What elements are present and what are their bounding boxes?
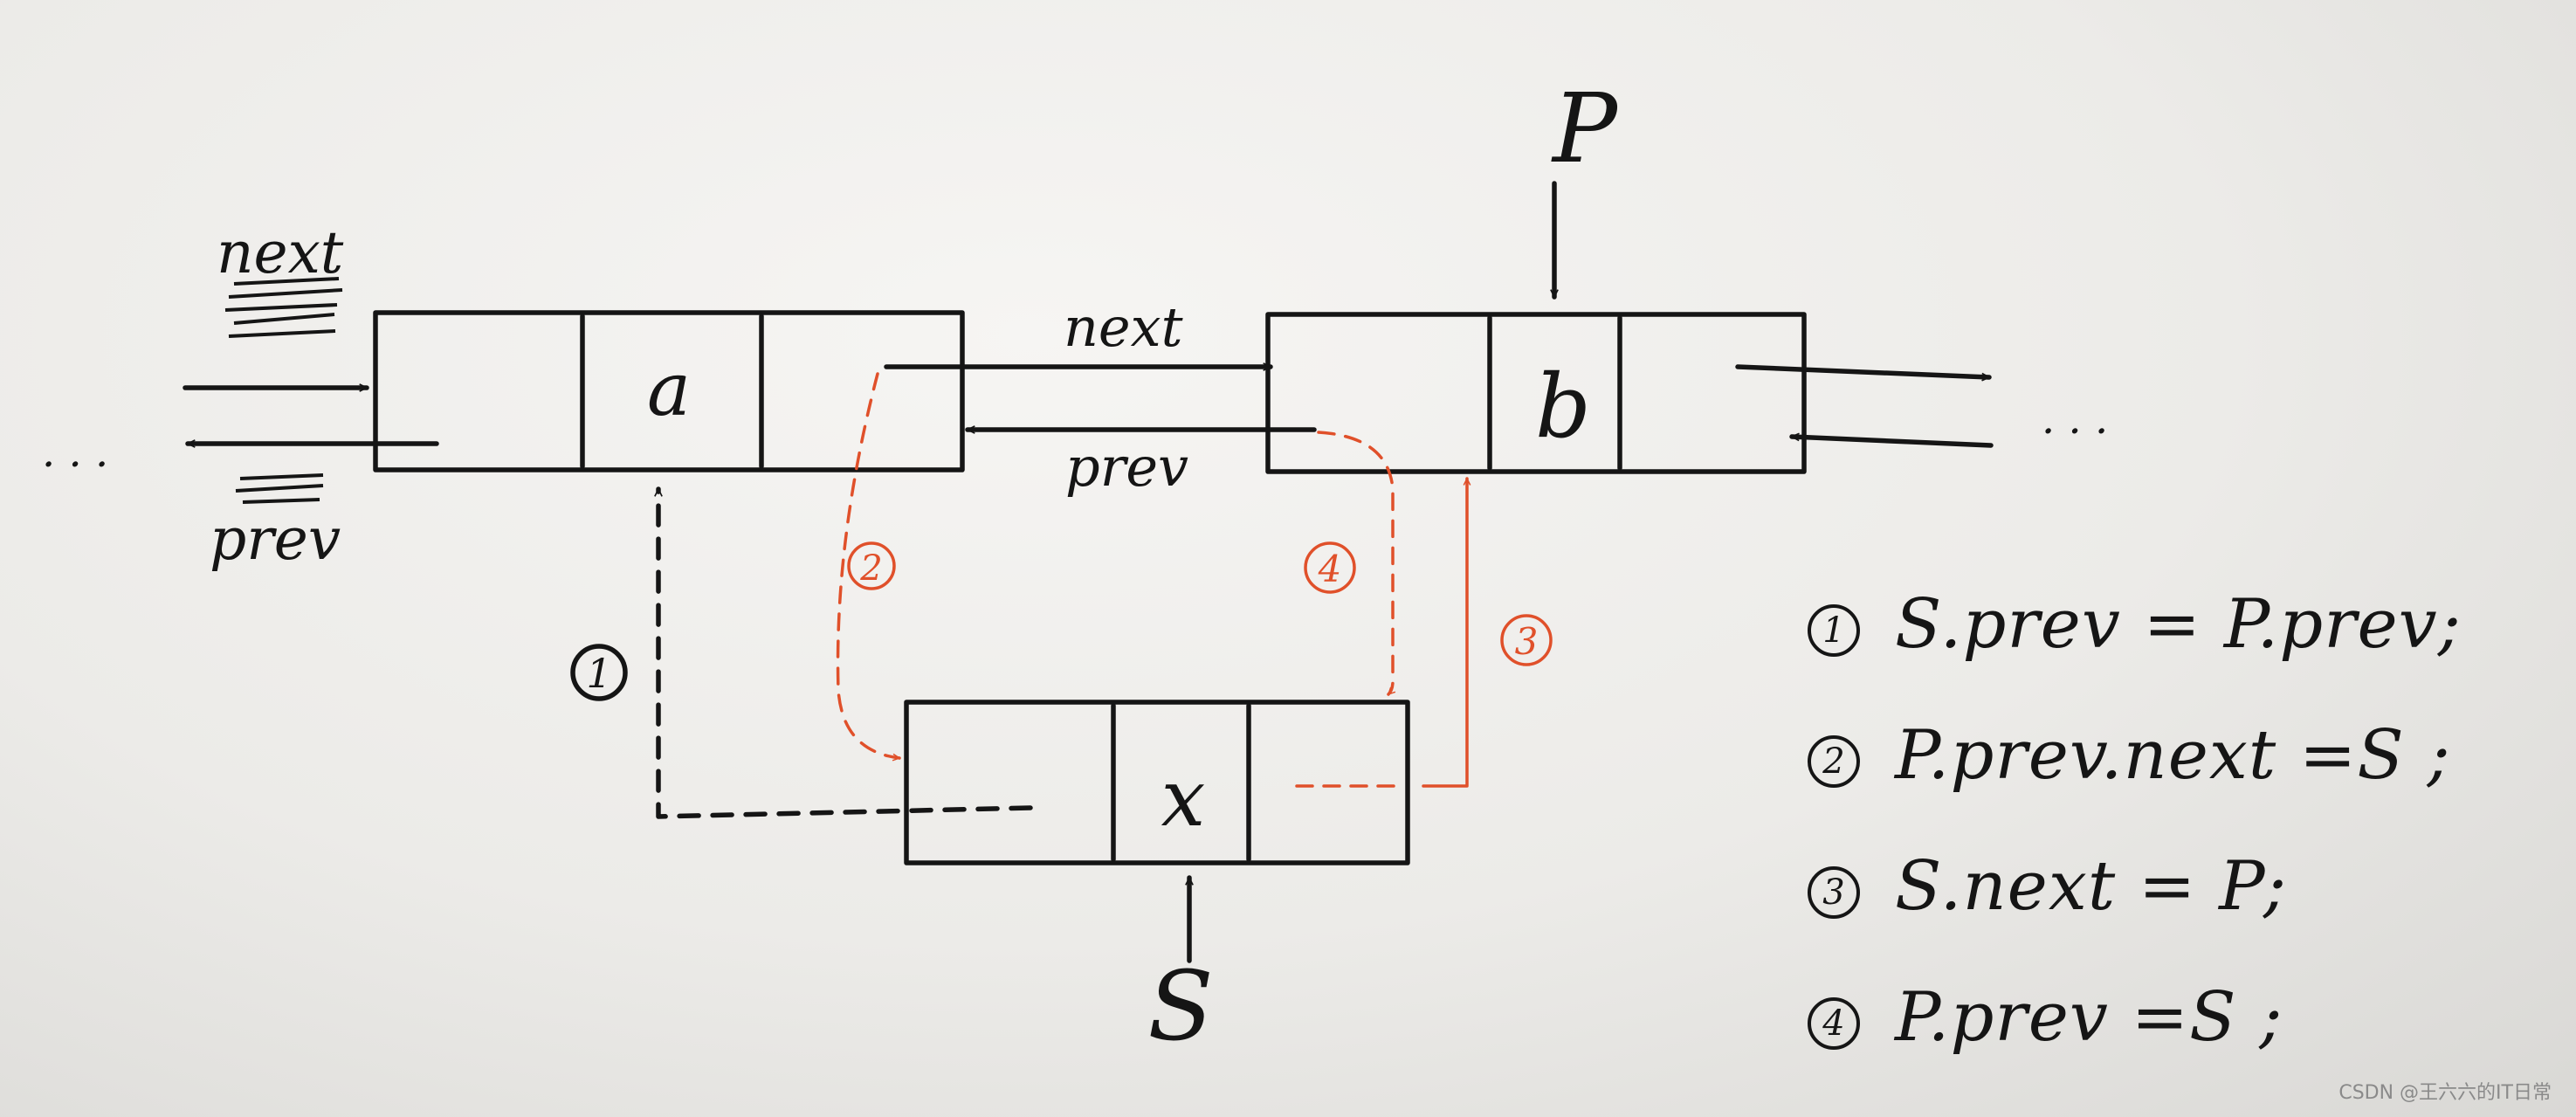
- left-prev-label: prev: [210, 506, 341, 573]
- node-x: x: [904, 700, 1410, 865]
- step4-marker-num: 4: [1318, 548, 1342, 590]
- step2-marker-num: 2: [859, 548, 882, 589]
- mid-prev-label: prev: [1065, 435, 1188, 499]
- pointer-s-label: S: [1147, 950, 1213, 1062]
- right-next-arrow: [1735, 364, 1992, 377]
- mid-next-label: next: [1064, 295, 1183, 359]
- left-next-label: next: [217, 219, 344, 286]
- node-a-value: a: [647, 347, 691, 432]
- step4-marker: [1304, 541, 1356, 594]
- step3-marker-num: 3: [1515, 620, 1539, 663]
- step-row-1: 1 S.prev = P.prev;: [1808, 585, 2461, 716]
- node-b-value: b: [1535, 355, 1591, 458]
- scribble-left-bottom: [235, 473, 324, 504]
- step-number-1: 1: [1808, 604, 1860, 657]
- node-x-box: [904, 700, 1410, 865]
- step-code-4: P.prev =S ;: [1895, 978, 2283, 1057]
- step-number-3: 3: [1808, 866, 1860, 919]
- step-row-3: 3 S.next = P;: [1808, 847, 2436, 978]
- node-b-box: [1265, 312, 1807, 474]
- step2-link: [836, 372, 901, 758]
- step1-marker-num: 1: [586, 650, 611, 697]
- pointer-p-label: P: [1551, 72, 1619, 184]
- steps-legend: 1 S.prev = P.prev; 2 P.prev.next =S ; 3 …: [1808, 585, 2461, 1109]
- step-number-4: 4: [1808, 997, 1860, 1050]
- ellipsis-left: · · ·: [42, 440, 108, 489]
- ellipsis-right: · · ·: [2042, 407, 2108, 456]
- step1-marker: [570, 644, 628, 701]
- step-code-3: S.next = P;: [1895, 847, 2288, 926]
- step-row-2: 2 P.prev.next =S ;: [1808, 716, 2450, 847]
- step-code-2: P.prev.next =S ;: [1895, 716, 2451, 795]
- node-a: a: [373, 310, 965, 472]
- step3-link: [1422, 477, 1467, 788]
- step-code-1: S.prev = P.prev;: [1895, 585, 2462, 664]
- step1-link: [658, 486, 1033, 819]
- scribble-left-top: [224, 277, 343, 338]
- step4-link: [1317, 431, 1393, 696]
- node-a-box: [373, 310, 965, 472]
- node-x-value: x: [1161, 753, 1206, 845]
- step-number-2: 2: [1808, 735, 1860, 788]
- step3-marker: [1500, 614, 1553, 666]
- right-prev-arrow: [1789, 437, 1994, 448]
- step-row-4: 4 P.prev =S ;: [1808, 978, 2436, 1109]
- step2-marker: [847, 541, 896, 590]
- watermark: CSDN @王六六的IT日常: [2338, 1082, 2552, 1104]
- node-b: b: [1265, 312, 1807, 474]
